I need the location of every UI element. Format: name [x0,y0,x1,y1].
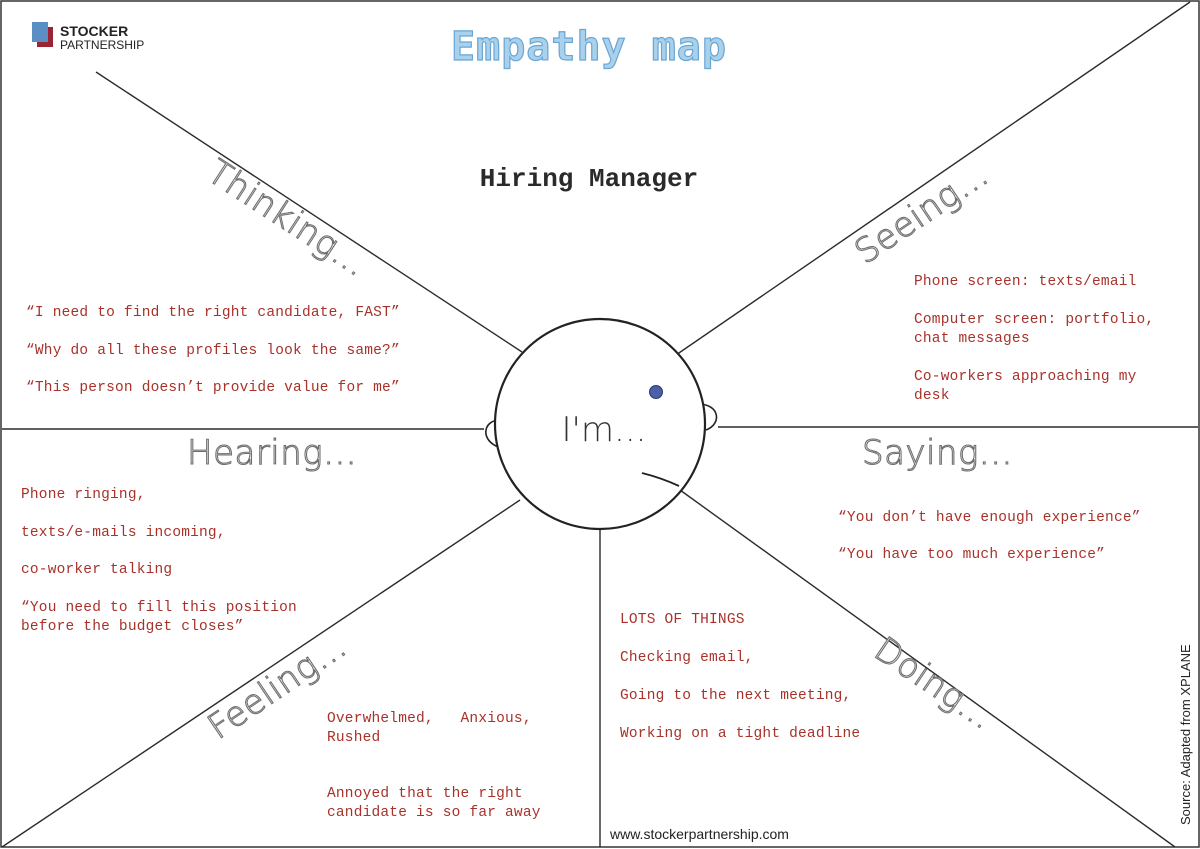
doing-list: LOTS OF THINGS Checking email, Going to … [620,612,860,742]
hearing-item: co-worker talking [21,562,172,578]
heading-hearing: Hearing... [187,433,357,473]
logo-square-front [32,22,48,42]
eye-icon [649,385,663,399]
saying-list: “You don’t have enough experience” “You … [838,510,1141,563]
hearing-item: Phone ringing, [21,487,146,503]
page-title: Empathy map [451,24,727,70]
thinking-list: “I need to find the right candidate, FAS… [26,305,400,396]
divider-top-right [675,1,1191,356]
company-logo: STOCKER PARTNERSHIP [32,22,144,52]
hearing-item: “You need to fill this position [21,600,297,616]
mouth [641,472,680,487]
thinking-item: “Why do all these profiles look the same… [26,343,400,359]
center-label: I'm... [562,410,647,450]
saying-item: “You have too much experience” [838,547,1105,563]
hearing-list: Phone ringing, texts/e-mails incoming, c… [21,487,297,635]
divider-bottom-right [679,489,1176,848]
hearing-item: before the budget closes” [21,619,244,635]
logo-line1: STOCKER [60,23,128,39]
feeling-list: Overwhelmed, Anxious, Rushed Annoyed tha… [327,711,541,821]
heading-saying: Saying... [862,433,1013,473]
persona-name: Hiring Manager [480,164,698,194]
seeing-item: Computer screen: portfolio, [914,312,1154,328]
divider-top-left [95,71,523,353]
feeling-item: candidate is so far away [327,805,541,821]
logo-line2: PARTNERSHIP [60,38,144,52]
saying-item: “You don’t have enough experience” [838,510,1141,526]
feeling-item: Rushed [327,730,380,746]
doing-item: Checking email, [620,650,754,666]
doing-item: Going to the next meeting, [620,688,851,704]
source-credit: Source: Adapted from XPLANE [1178,644,1193,825]
head-illustration: I'm... [485,317,718,531]
divider-bottom-left [1,499,521,848]
thinking-item: “I need to find the right candidate, FAS… [26,305,400,321]
thinking-item: “This person doesn’t provide value for m… [26,380,400,396]
doing-item: Working on a tight deadline [620,726,860,742]
seeing-item: desk [914,388,950,404]
seeing-item: Phone screen: texts/email [914,274,1137,290]
feeling-item: Annoyed that the right [327,786,523,802]
doing-item: LOTS OF THINGS [620,612,745,628]
footer-website: www.stockerpartnership.com [609,826,789,842]
feeling-item: Overwhelmed, Anxious, [327,711,532,727]
hearing-item: texts/e-mails incoming, [21,525,226,541]
seeing-list: Phone screen: texts/email Computer scree… [914,274,1154,404]
seeing-item: Co-workers approaching my [914,369,1137,385]
seeing-item: chat messages [914,331,1030,347]
